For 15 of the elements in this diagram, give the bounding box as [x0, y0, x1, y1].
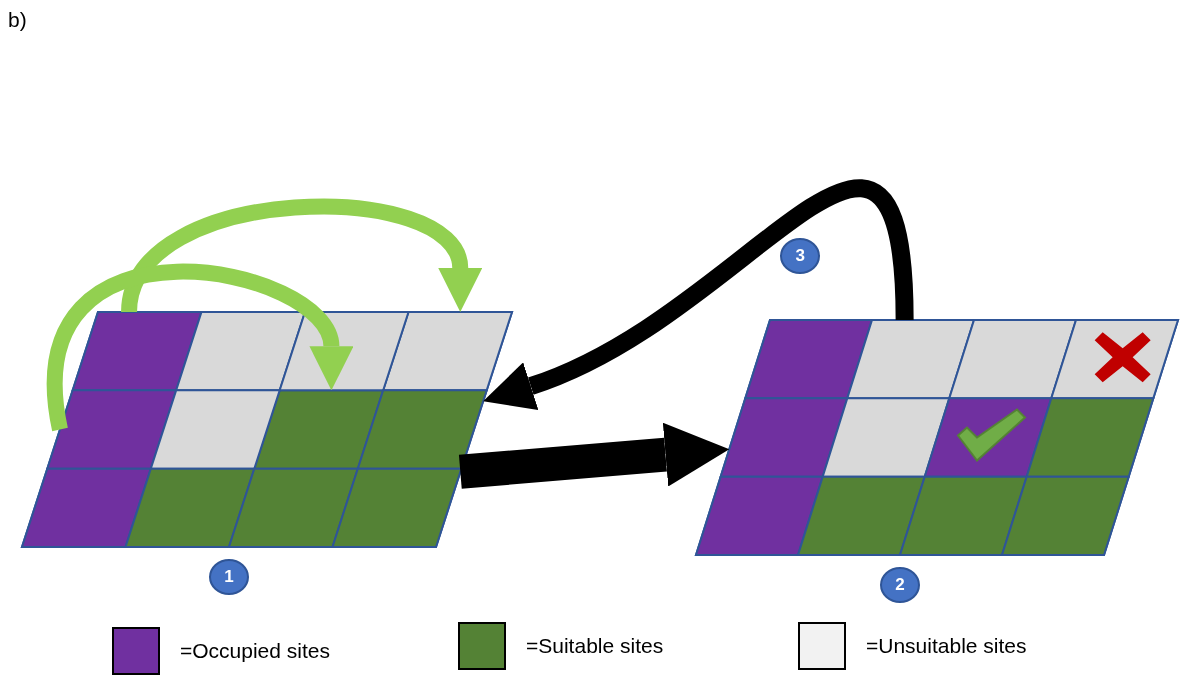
callout-number: 3	[780, 238, 821, 275]
callout-number: 1	[209, 559, 249, 595]
legend-text: =Unsuitable sites	[866, 634, 1027, 658]
arrow	[458, 422, 730, 489]
arrow	[47, 263, 353, 431]
arrow	[484, 179, 914, 410]
legend-text: =Suitable sites	[526, 634, 664, 658]
legend-text: =Occupied sites	[180, 639, 330, 663]
occupied-site-cell	[45, 389, 178, 470]
panel-label: b)	[8, 8, 27, 32]
arrow	[121, 198, 482, 314]
occupied-site-cell	[71, 311, 203, 392]
callout-number: 2	[880, 567, 920, 603]
grid-drawing	[694, 319, 1180, 556]
grid-drawing	[20, 311, 514, 548]
